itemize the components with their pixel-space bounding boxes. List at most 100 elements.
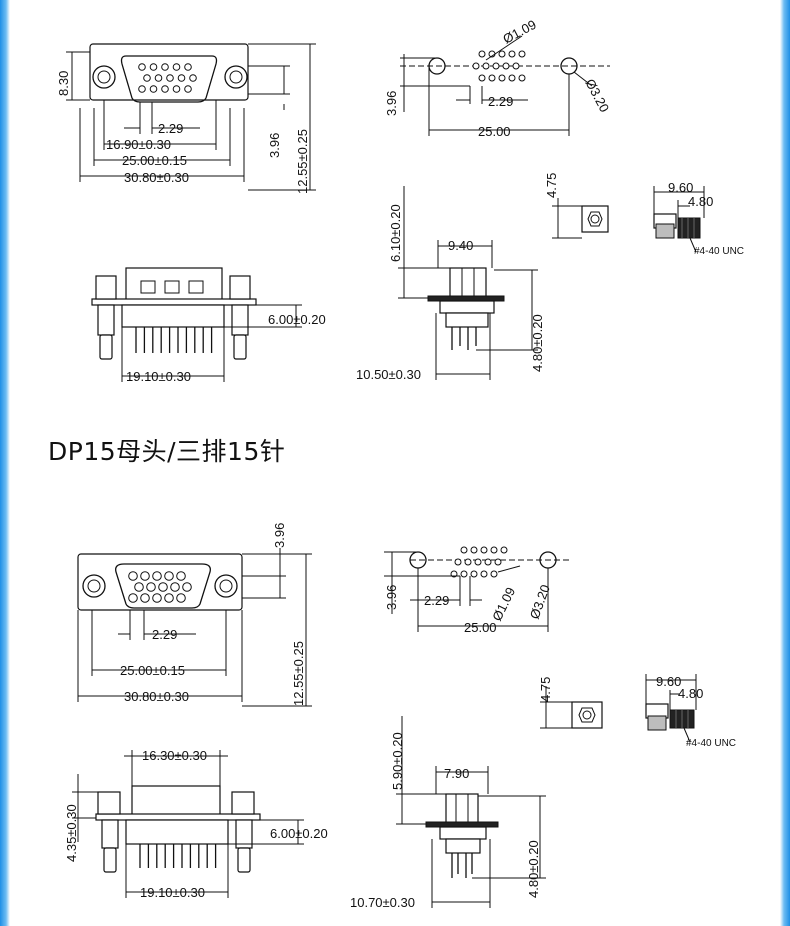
top-front-dim-3080: 30.80±0.30 — [124, 170, 189, 185]
contact-hole — [470, 570, 478, 578]
contact-hole — [500, 546, 508, 554]
bottom-front-pin-grid — [128, 571, 192, 603]
top-screw-dim-960: 9.60 — [668, 180, 693, 195]
left-blue-border — [0, 0, 10, 926]
contact-hole — [492, 62, 500, 70]
top-screw-dim-480: 4.80 — [688, 194, 713, 209]
section-title: DP15母头/三排15针 — [48, 437, 286, 466]
bottom-pcb-dim-2500: 25.00 — [464, 620, 497, 635]
contact-hole — [508, 50, 516, 58]
contact-hole — [184, 85, 192, 93]
bottom-side-insulator — [125, 819, 229, 845]
bottom-side-pins — [139, 844, 217, 868]
top-pcb-dim-2500: 25.00 — [478, 124, 511, 139]
bottom-front-dim-229: 2.29 — [152, 627, 177, 642]
top-front-flange — [89, 43, 249, 101]
bottom-profile-dim-790: 7.90 — [444, 766, 469, 781]
bottom-nut-dim-475: 4.75 — [538, 677, 553, 702]
top-side-pins — [135, 327, 213, 353]
contact-hole — [464, 558, 472, 566]
contact-hole — [149, 63, 158, 71]
top-pcb-dim-320: Ø3.20 — [582, 76, 612, 114]
top-front-dim-396: 3.96 — [267, 133, 282, 158]
contact-hole — [172, 63, 181, 71]
contact-hole — [480, 570, 488, 578]
contact-hole — [498, 50, 506, 58]
top-profile-view: 6.10±0.20 9.40 4.80±0.20 10.50±0.30 — [356, 186, 545, 382]
contact-hole — [474, 558, 482, 566]
bottom-pcb-dim-229: 2.29 — [424, 593, 449, 608]
top-side-dim-600: 6.00±0.20 — [268, 312, 326, 327]
contact-hole — [460, 546, 468, 554]
bottom-front-dim-2500: 25.00±0.15 — [120, 663, 185, 678]
top-profile-dim-480: 4.80±0.20 — [530, 314, 545, 372]
contact-hole — [490, 546, 498, 554]
contact-hole — [472, 62, 480, 70]
bottom-front-dim-1255: 12.55±0.25 — [291, 641, 306, 706]
top-hex-nut: 4.75 — [544, 173, 609, 239]
contact-hole — [138, 85, 146, 93]
top-side-view: 6.00±0.20 19.10±0.30 — [91, 267, 326, 384]
contact-hole — [138, 63, 146, 71]
contact-hole — [502, 62, 510, 70]
top-side-dim-1910: 19.10±0.30 — [126, 369, 191, 384]
bottom-profile-shell — [445, 793, 479, 825]
bottom-profile-flange — [425, 821, 499, 828]
contact-hole — [161, 63, 169, 71]
contact-hole — [518, 74, 526, 82]
contact-hole — [164, 571, 174, 581]
contact-hole — [454, 558, 462, 566]
bottom-side-shell — [131, 785, 221, 817]
contact-hole — [128, 571, 138, 581]
contact-hole — [143, 74, 151, 82]
contact-hole — [498, 74, 506, 82]
contact-hole — [140, 593, 150, 603]
bottom-pcb-dim-320: Ø3.20 — [527, 583, 553, 621]
bottom-screw: 9.60 4.80 #4-40 UNC — [645, 674, 736, 749]
top-profile-dim-940: 9.40 — [448, 238, 473, 253]
contact-hole — [166, 74, 174, 82]
contact-hole — [177, 74, 186, 82]
contact-hole — [161, 85, 169, 93]
contact-hole — [494, 558, 502, 566]
contact-hole — [170, 582, 180, 592]
contact-hole — [488, 74, 496, 82]
bottom-pcb-dim-109: Ø1.09 — [489, 585, 518, 623]
contact-hole — [152, 593, 162, 603]
bottom-side-dim-435: 4.35±0.30 — [64, 804, 79, 862]
bottom-profile-view: 5.90±0.20 7.90 4.80±0.20 10.70±0.30 — [350, 716, 546, 910]
contact-hole — [189, 74, 197, 82]
contact-hole — [154, 74, 163, 82]
contact-hole — [508, 74, 516, 82]
contact-hole — [460, 570, 468, 578]
top-front-pin-grid — [138, 63, 197, 93]
top-front-dim-1690: 16.90±0.30 — [106, 137, 171, 152]
bottom-side-dim-600: 6.00±0.20 — [270, 826, 328, 841]
contact-hole — [470, 546, 478, 554]
top-profile-flange — [427, 295, 505, 302]
top-nut-dim-475: 4.75 — [544, 173, 559, 198]
top-front-dim-229: 2.29 — [158, 121, 183, 136]
top-front-shell — [120, 55, 218, 103]
bottom-pcb-layout: 3.96 2.29 Ø1.09 Ø3.20 25.00 — [384, 546, 570, 635]
top-pcb-dim-109: Ø1.09 — [500, 17, 538, 47]
right-blue-border — [780, 0, 790, 926]
bottom-profile-dim-1070: 10.70±0.30 — [350, 895, 415, 910]
contact-hole — [480, 546, 488, 554]
top-profile-dim-1050: 10.50±0.30 — [356, 367, 421, 382]
contact-hole — [490, 570, 498, 578]
bottom-screw-dim-480: 4.80 — [678, 686, 703, 701]
contact-hole — [134, 582, 144, 592]
top-pcb-dim-396: 3.96 — [384, 91, 399, 116]
top-profile-dim-610: 6.10±0.20 — [388, 204, 403, 262]
bottom-front-dim-396: 3.96 — [272, 523, 287, 548]
top-pcb-dim-229: 2.29 — [488, 94, 513, 109]
contact-hole — [478, 74, 486, 82]
bottom-side-dim-1910: 19.10±0.30 — [140, 885, 205, 900]
contact-hole — [146, 582, 156, 592]
top-screw: 9.60 4.80 #4-40 UNC — [653, 180, 744, 257]
contact-hole — [164, 593, 174, 603]
top-screw-thread-label: #4-40 UNC — [694, 246, 744, 257]
top-front-dim-830: 8.30 — [56, 71, 71, 96]
